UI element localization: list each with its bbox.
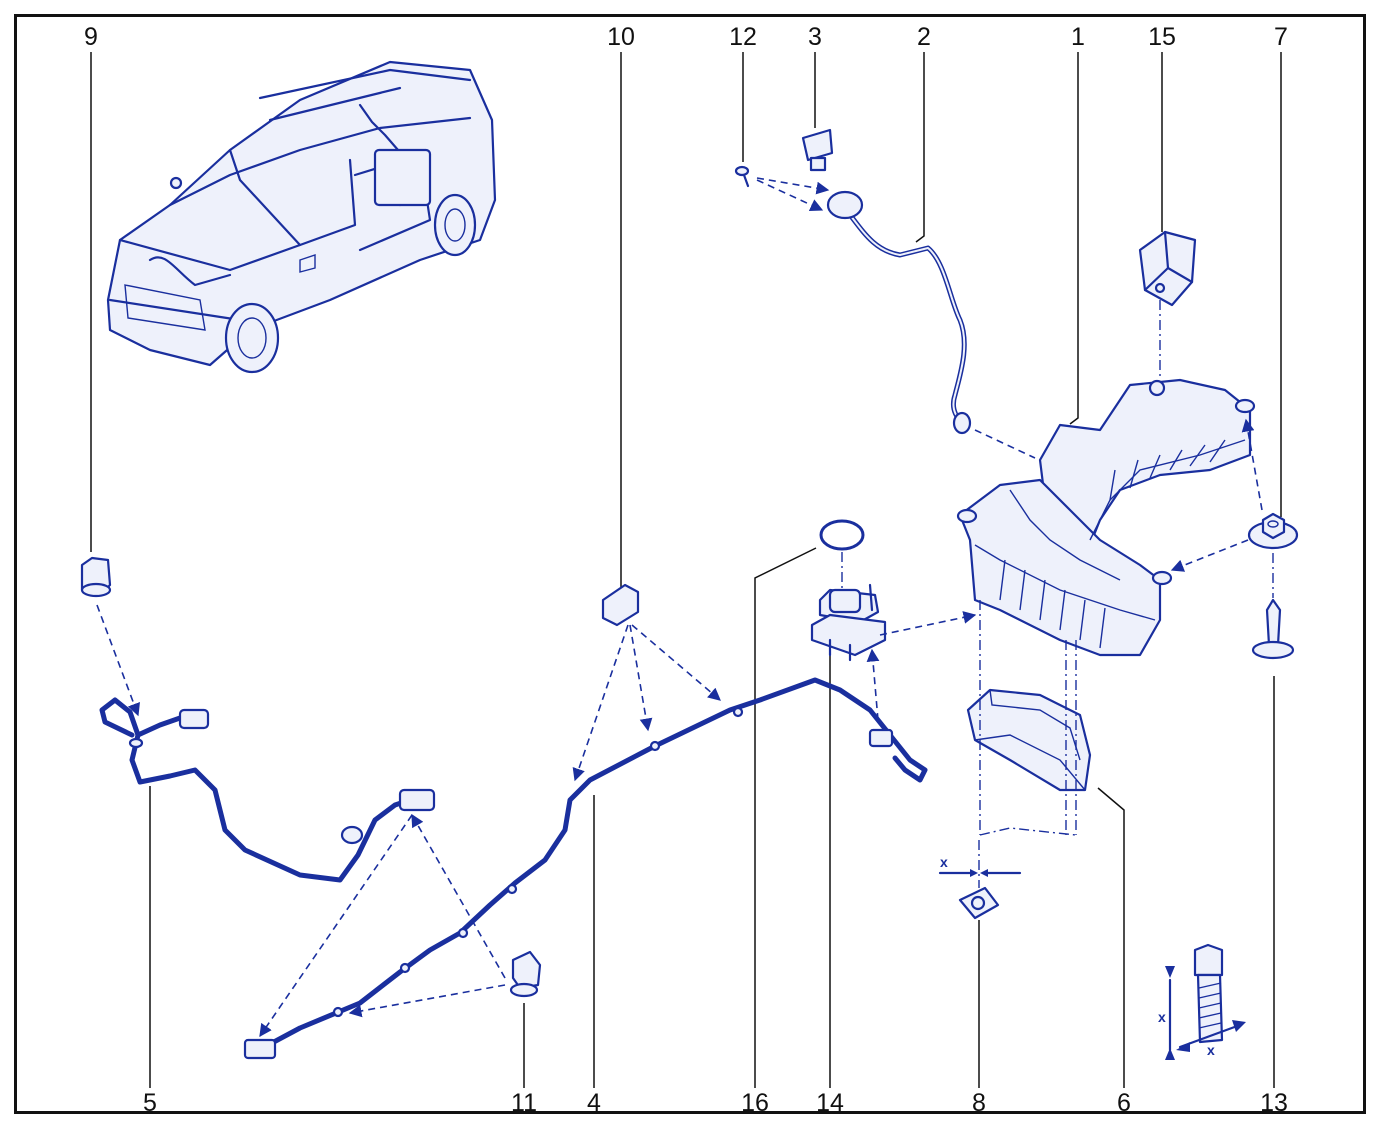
callout-9: 9 xyxy=(84,23,98,51)
seal-ring xyxy=(819,519,865,551)
tank-bolt xyxy=(1251,598,1295,660)
callout-14: 14 xyxy=(816,1089,844,1117)
callout-1: 1 xyxy=(1071,23,1085,51)
fixing-screw xyxy=(734,165,750,188)
tank xyxy=(956,378,1256,657)
callout-2: 2 xyxy=(917,23,931,51)
callout-labels: 9 10 12 3 2 1 15 7 5 11 4 16 14 8 6 13 xyxy=(84,23,1288,1117)
filler-cap xyxy=(801,128,834,172)
fuel-pump-module xyxy=(810,519,977,721)
fuel-line-clip-lower xyxy=(259,813,542,1038)
callout-6: 6 xyxy=(1117,1089,1131,1117)
diagram-frame xyxy=(14,14,1366,1114)
harness-clip xyxy=(80,556,140,717)
leader-lines xyxy=(90,52,1282,1088)
nut-offset-label: x xyxy=(940,854,948,870)
callout-10: 10 xyxy=(607,23,635,51)
fuel-line-clip-upper xyxy=(572,583,721,782)
callout-7: 7 xyxy=(1274,23,1288,51)
callout-12: 12 xyxy=(729,23,757,51)
callout-11: 11 xyxy=(511,1089,537,1117)
bolt-height-label: x xyxy=(1158,1009,1166,1025)
tank-nut xyxy=(1170,418,1299,598)
spring-nut: x xyxy=(938,840,1022,920)
heat-shield xyxy=(1138,230,1197,380)
vehicle-location-view xyxy=(106,60,497,374)
filler-neck xyxy=(826,190,864,220)
callout-13: 13 xyxy=(1260,1089,1288,1117)
tank-support-cradle xyxy=(966,600,1092,836)
callout-15: 15 xyxy=(1148,23,1176,51)
callout-5: 5 xyxy=(143,1089,157,1117)
callout-16: 16 xyxy=(741,1089,769,1117)
bolt-dimension-detail: x x xyxy=(1158,943,1246,1060)
bolt-width-label: x xyxy=(1207,1042,1215,1058)
fuel-line xyxy=(243,677,928,1060)
callout-4: 4 xyxy=(587,1089,601,1117)
wiring-harness xyxy=(99,697,436,883)
callout-8: 8 xyxy=(972,1089,986,1117)
filler-pipe-assembly xyxy=(734,128,1036,459)
callout-3: 3 xyxy=(808,23,822,51)
